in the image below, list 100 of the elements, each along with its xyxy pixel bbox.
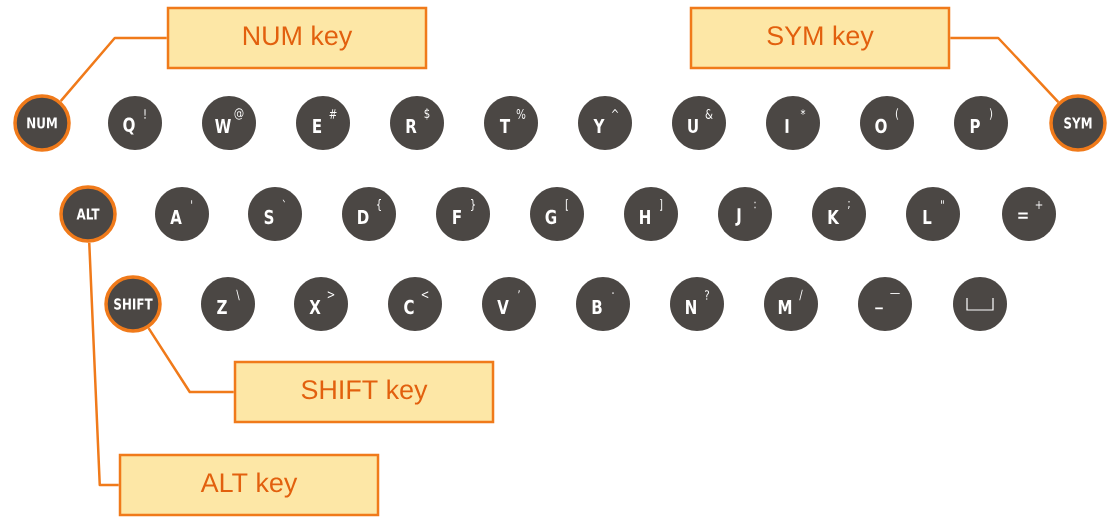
key [296, 96, 350, 150]
key-label: Z [217, 300, 227, 314]
key-label: E [313, 119, 322, 133]
key [201, 277, 255, 331]
key-label: D [358, 210, 369, 224]
key [248, 187, 302, 241]
key-label: I [785, 119, 789, 133]
key-label: X [309, 300, 321, 314]
symbol-label: ' [191, 200, 193, 204]
symbol-label: + [1035, 200, 1043, 210]
symbol-label: ; [848, 200, 850, 210]
symbol-label: $ [424, 108, 430, 120]
callout-box: NUM key [166, 6, 428, 70]
symbol-label: % [516, 109, 526, 119]
symbol-label: [ [565, 199, 568, 211]
key [530, 187, 584, 241]
key [764, 277, 818, 331]
symbol-label: · [612, 292, 614, 294]
key-label: G [545, 209, 557, 225]
symbol-label: ` [282, 199, 286, 203]
key [59, 185, 117, 243]
symbol-label: \ [236, 289, 240, 301]
key [858, 277, 912, 331]
key [578, 96, 632, 150]
callout-box: SHIFT key [233, 360, 495, 424]
callout-box: SYM key [689, 6, 951, 70]
key-label: SYM [1064, 117, 1092, 129]
symbol-label: ? [705, 290, 710, 300]
symbol-label: * [800, 109, 806, 116]
key [718, 187, 772, 241]
key-label: _ [875, 307, 883, 310]
symbol-label: : [754, 201, 756, 209]
symbol-label: @ [234, 108, 244, 120]
key-label: A [170, 210, 182, 224]
symbol-label: } [471, 199, 475, 211]
key [155, 187, 209, 241]
leader-line [950, 36, 1060, 103]
key-label: O [875, 118, 887, 134]
key [860, 96, 914, 150]
key-label: T [499, 119, 511, 133]
key-label: J [735, 208, 741, 226]
symbol-label: { [377, 199, 381, 211]
key-label: P [970, 119, 980, 133]
key-label: K [828, 210, 840, 224]
key-label: V [497, 300, 509, 314]
key-label: L [923, 210, 932, 224]
key [342, 187, 396, 241]
key-label: U [688, 118, 698, 134]
key [906, 187, 960, 241]
key [108, 96, 162, 150]
key-label: F [453, 210, 461, 224]
key-label: H [640, 210, 650, 224]
key [670, 277, 724, 331]
key [484, 96, 538, 150]
key [812, 187, 866, 241]
symbol-label: ) [989, 108, 993, 120]
key [1002, 187, 1056, 241]
key-label: R [406, 119, 417, 133]
symbol-label: ’ [518, 290, 520, 294]
symbol-label: " [941, 200, 944, 204]
key-label: B [592, 300, 602, 314]
key-label: C [404, 299, 414, 315]
symbol-label: / [799, 289, 803, 301]
key [482, 277, 536, 331]
key-label: S [264, 209, 274, 225]
key [954, 96, 1008, 150]
symbol-label: # [329, 109, 337, 119]
leader-line [59, 36, 167, 102]
key-label: N [686, 300, 696, 314]
key [436, 187, 490, 241]
key-label: Y [593, 119, 605, 133]
key-label: M [778, 300, 792, 314]
key-label: W [215, 119, 231, 133]
key-label: Q [123, 117, 135, 135]
leader-line [147, 327, 234, 394]
key [953, 277, 1007, 331]
key [624, 187, 678, 241]
key [672, 96, 726, 150]
key-label: NUM [27, 117, 57, 129]
symbol-label: ] [660, 199, 663, 211]
leader-line [88, 242, 119, 487]
key-label: SHIFT [114, 298, 153, 310]
symbol-label: > [327, 291, 335, 299]
symbol-label: < [421, 291, 429, 299]
key-label: = [1018, 212, 1028, 219]
symbol-label: ! [144, 109, 146, 119]
symbol-label: ( [895, 108, 899, 120]
key [294, 277, 348, 331]
key [766, 96, 820, 150]
key [388, 277, 442, 331]
symbol-label: & [705, 109, 713, 119]
key [390, 96, 444, 150]
key [104, 275, 162, 333]
symbol-label: ^ [611, 109, 619, 113]
key [13, 94, 71, 152]
key [576, 277, 630, 331]
callout-box: ALT key [118, 453, 380, 517]
key [202, 96, 256, 150]
key-label: ALT [76, 208, 100, 220]
symbol-label: — [890, 293, 900, 294]
